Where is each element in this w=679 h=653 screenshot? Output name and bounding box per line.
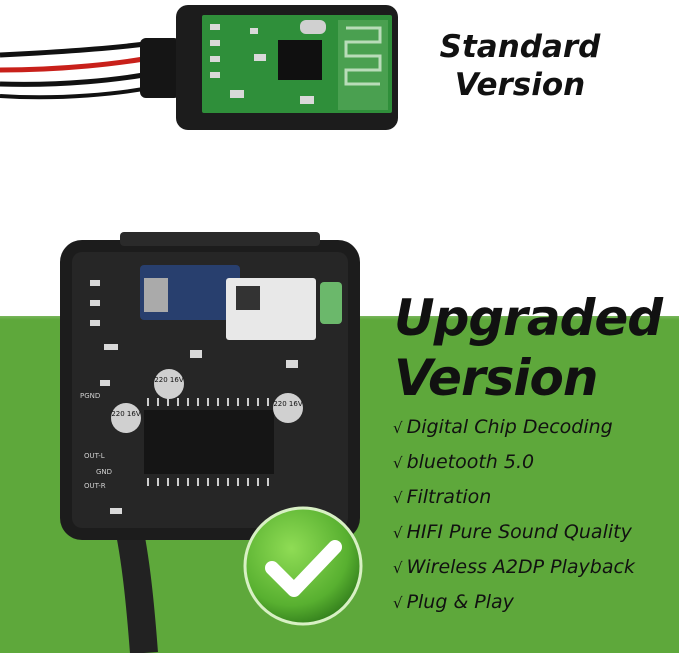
feature-item: √Digital Chip Decoding: [393, 412, 675, 447]
check-symbol: √: [393, 419, 403, 437]
feature-item: √Wireless A2DP Playback: [393, 552, 675, 587]
pin-label-out-l: OUT-L: [84, 452, 105, 460]
check-symbol: √: [393, 559, 403, 577]
standard-module-photo: [0, 5, 398, 130]
capacitor-label-1: 220 16V: [154, 376, 183, 384]
upgraded-heading-line-1: Upgraded: [394, 289, 663, 347]
standard-version-heading: Standard Version: [430, 28, 610, 104]
check-symbol: √: [393, 489, 403, 507]
feature-item: √bluetooth 5.0: [393, 447, 675, 482]
check-symbol: √: [393, 454, 403, 472]
feature-label: Filtration: [406, 486, 492, 508]
feature-item: √Plug & Play: [393, 587, 675, 622]
pin-label-gnd: GND: [96, 468, 112, 476]
feature-label: Digital Chip Decoding: [406, 416, 613, 438]
check-symbol: √: [393, 594, 403, 612]
feature-label: Plug & Play: [406, 591, 514, 613]
upgraded-heading-line-2: Version: [394, 349, 598, 407]
upgraded-version-heading: Upgraded Version: [394, 288, 674, 408]
feature-item: √Filtration: [393, 482, 675, 517]
feature-label: Wireless A2DP Playback: [406, 556, 635, 578]
checkmark-icon: [243, 506, 363, 626]
feature-label: bluetooth 5.0: [406, 451, 535, 473]
feature-item: √HIFI Pure Sound Quality: [393, 517, 675, 552]
standard-heading-line-2: Version: [454, 67, 586, 103]
check-symbol: √: [393, 524, 403, 542]
pin-label-pgnd: PGND: [80, 392, 100, 400]
capacitor-label-3: 220 16V: [273, 400, 302, 408]
capacitor-label-2: 220 16V: [111, 410, 140, 418]
feature-label: HIFI Pure Sound Quality: [406, 521, 632, 543]
pin-label-out-r: OUT-R: [84, 482, 106, 490]
standard-heading-line-1: Standard: [439, 29, 601, 65]
upgraded-module-photo: 220 16V 220 16V 220 16V PGND OUT-L GND O…: [60, 232, 360, 653]
feature-list: √Digital Chip Decoding √bluetooth 5.0 √F…: [393, 412, 675, 622]
